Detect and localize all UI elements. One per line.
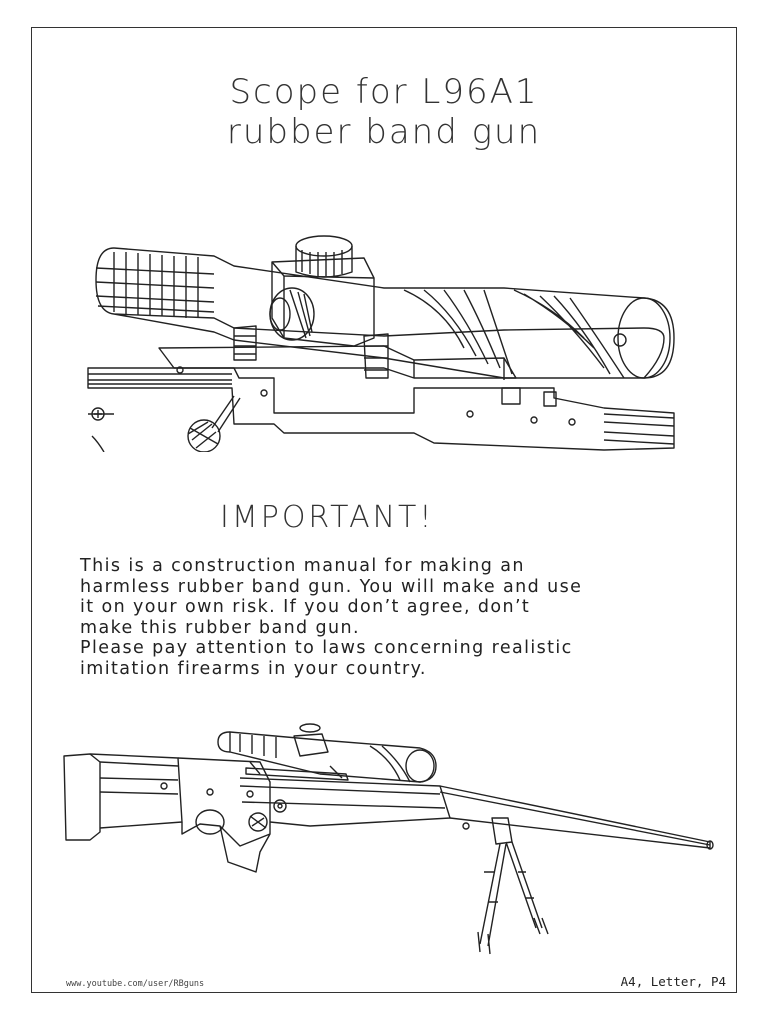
scope-turrets <box>269 235 375 347</box>
disclaimer-line: This is a construction manual for making… <box>80 556 525 576</box>
page-border <box>31 27 737 993</box>
disclaimer-line: make this rubber band gun. <box>80 617 360 638</box>
rifle-illustration <box>63 723 714 955</box>
scope-closeup-illustration <box>87 235 675 452</box>
footer-url: www.youtube.com/user/RBguns <box>66 979 205 989</box>
disclaimer-line: imitation firearms in your country. <box>80 658 427 679</box>
rifle-scope <box>217 723 437 783</box>
disclaimer-text: This is a construction manual for making… <box>80 556 700 679</box>
title-line-1: Scope for L96A1 <box>229 72 539 112</box>
footer-page-info: A4, Letter, P4 <box>620 974 726 989</box>
important-heading: IMPORTANT! <box>220 500 435 535</box>
disclaimer-line: Please pay attention to laws concerning … <box>80 638 573 658</box>
page-title: Scope for L96A1 rubber band gun <box>0 72 768 152</box>
disclaimer-line: harmless rubber band gun. You will make … <box>80 576 583 597</box>
rifle-receiver <box>160 777 714 850</box>
scope-tube <box>95 247 675 379</box>
rifle-bipod <box>477 817 549 955</box>
title-line-2: rubber band gun <box>226 112 542 152</box>
disclaimer-line: it on your own risk. If you don’t agree,… <box>80 597 531 617</box>
rifle-stock <box>63 753 271 873</box>
receiver-body <box>87 345 675 452</box>
bolt-knob <box>187 395 241 452</box>
scope-mounts <box>233 325 389 379</box>
